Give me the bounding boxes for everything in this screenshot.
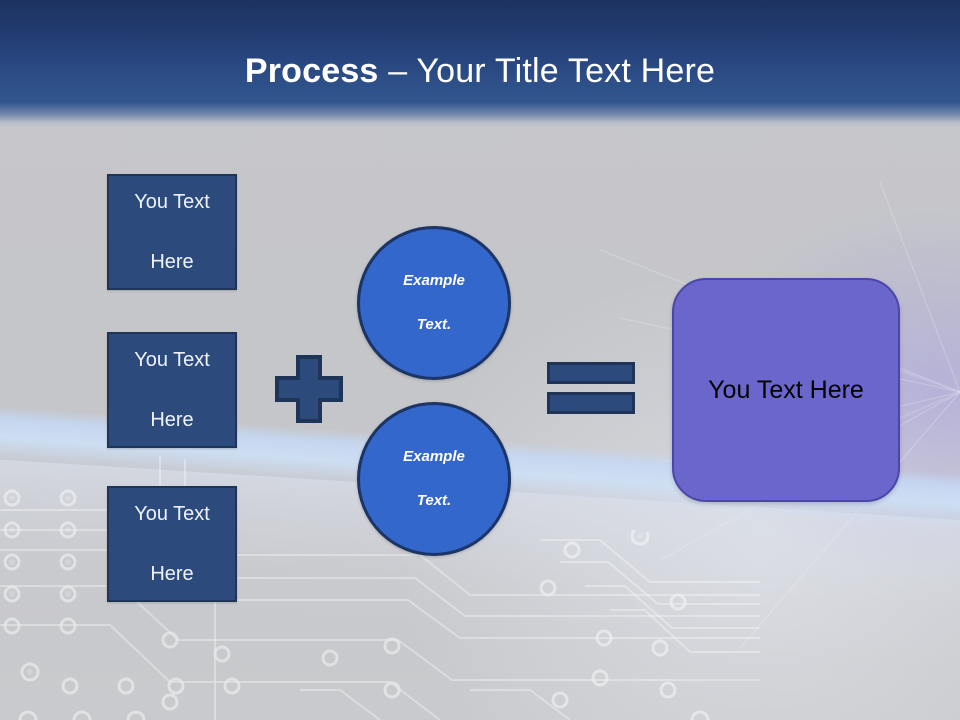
equals-bar-top: [547, 362, 635, 384]
page-title: Process – Your Title Text Here: [0, 50, 960, 92]
example-circle-2[interactable]: Example Text.: [357, 402, 511, 556]
result-box[interactable]: You Text Here: [672, 278, 900, 502]
equals-operator-icon: [547, 362, 635, 414]
example-circle-2-line1: Example: [403, 448, 465, 465]
input-box-3[interactable]: You Text Here: [107, 486, 237, 602]
example-circle-2-line2: Text.: [416, 492, 452, 509]
input-box-2-line1: You Text: [134, 349, 210, 371]
equals-bar-bottom: [547, 392, 635, 414]
input-box-1-line2: Here: [150, 251, 194, 273]
input-box-3-line2: Here: [150, 563, 194, 585]
example-circle-1-line2: Text.: [416, 316, 452, 333]
input-box-1-line1: You Text: [134, 191, 210, 213]
example-circle-1[interactable]: Example Text.: [357, 226, 511, 380]
page-title-emphasis: Process: [244, 52, 379, 90]
page-title-rest: – Your Title Text Here: [378, 52, 716, 90]
input-box-2[interactable]: You Text Here: [107, 332, 237, 448]
result-box-label: You Text Here: [708, 375, 864, 404]
slide-header-banner: [0, 0, 960, 128]
input-box-1[interactable]: You Text Here: [107, 174, 237, 290]
example-circle-1-line1: Example: [403, 272, 465, 289]
plus-operator-icon: [275, 355, 343, 423]
input-box-3-line1: You Text: [134, 503, 210, 525]
input-box-2-line2: Here: [150, 409, 194, 431]
